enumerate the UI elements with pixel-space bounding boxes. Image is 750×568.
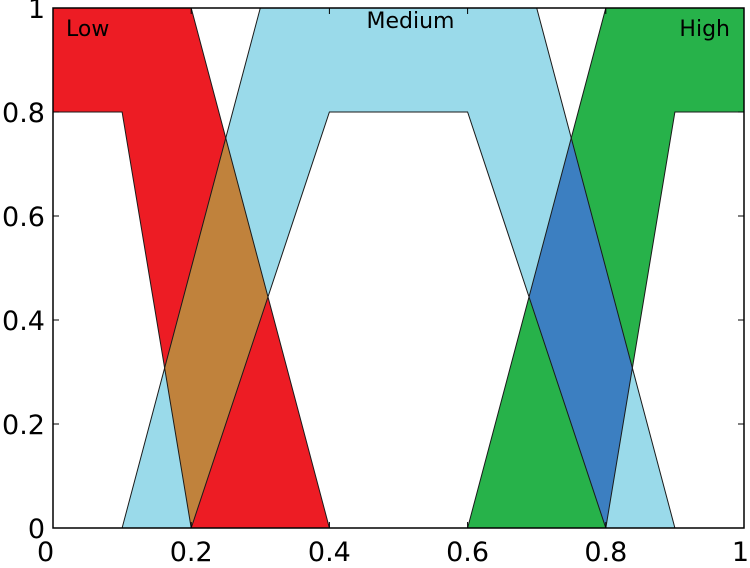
series-label-medium: Medium <box>367 9 455 34</box>
axis-ticks <box>52 7 745 529</box>
y-tick-label: 0.2 <box>2 410 45 441</box>
x-tick-label: 0.6 <box>446 537 489 568</box>
y-tick-label: 0.8 <box>2 98 45 129</box>
y-tick-label: 0.4 <box>2 306 45 337</box>
x-tick-label: 0.4 <box>308 537 351 568</box>
series-label-low: Low <box>66 17 109 42</box>
series-labels: Low Medium High <box>66 9 730 42</box>
plot-frame <box>52 7 745 529</box>
y-tick-labels: 0 0.2 0.4 0.6 0.8 1 <box>2 0 45 545</box>
y-tick-label: 1 <box>28 0 45 25</box>
x-tick-labels: 0 0.2 0.4 0.6 0.8 1 <box>37 537 749 568</box>
x-tick-label: 0 <box>37 537 54 568</box>
high-lower-mf-line <box>605 111 744 529</box>
low-lower-mf-line <box>53 111 192 529</box>
y-tick-label: 0.6 <box>2 202 45 233</box>
y-tick-label: 0 <box>28 514 45 545</box>
medium-lower-mf-line <box>190 111 607 529</box>
region-fills <box>53 8 744 528</box>
x-tick-label: 0.8 <box>584 537 627 568</box>
fou-medium <box>122 8 675 528</box>
x-tick-label: 1 <box>732 537 749 568</box>
x-tick-label: 0.2 <box>170 537 213 568</box>
series-label-high: High <box>679 17 730 42</box>
